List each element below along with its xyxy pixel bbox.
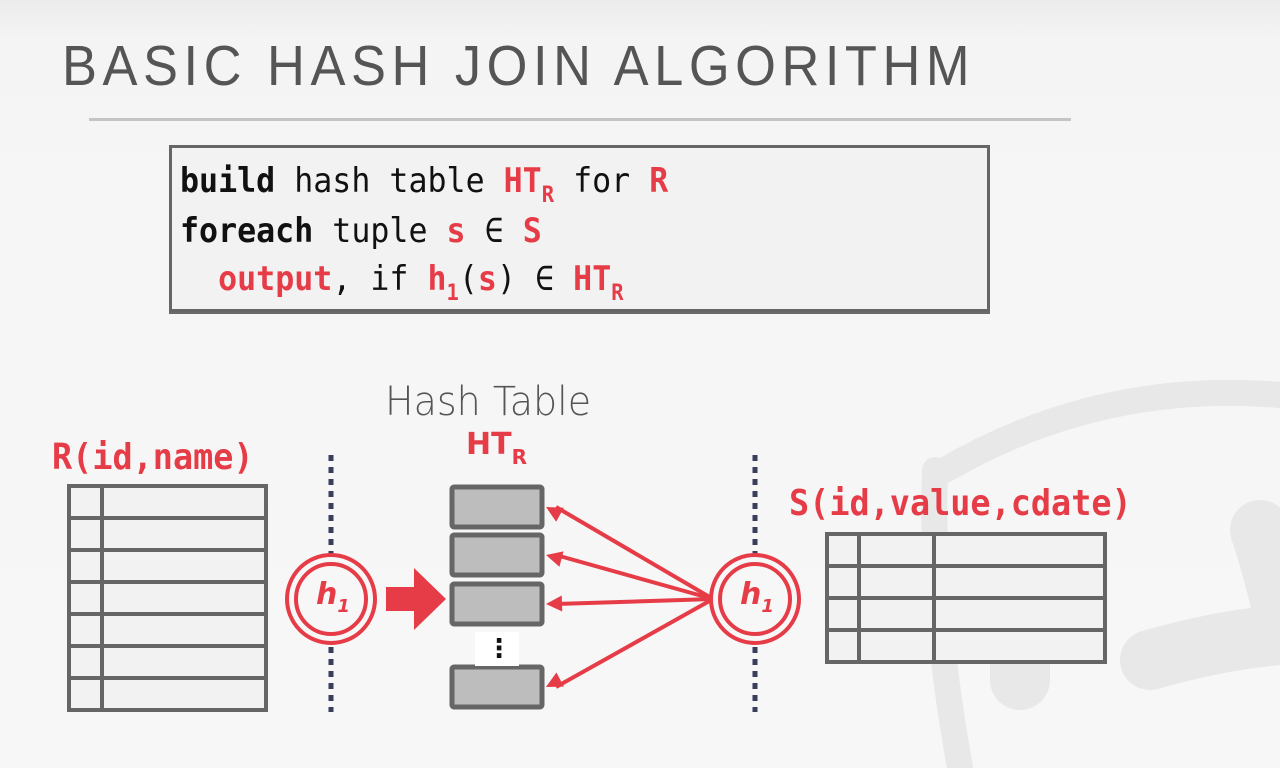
hash-fn-name: h xyxy=(316,577,338,612)
hash-fn-right-label: h1 xyxy=(740,580,774,616)
hash-table-ref: HT xyxy=(573,259,612,299)
hash-fn-ref: h xyxy=(427,259,447,299)
probe-arrow-line xyxy=(555,597,714,689)
hash-table-subscript: R xyxy=(611,281,624,306)
hash-bucket xyxy=(449,484,545,530)
hash-fn-subscript: 1 xyxy=(761,596,774,617)
code-line-output: output, if h1(s) ∈ HTR xyxy=(180,259,624,306)
algorithm-code-box: build hash table HTR for R foreach tuple… xyxy=(169,145,990,312)
keyword-build: build xyxy=(180,161,276,201)
ht-name: HT xyxy=(466,427,512,462)
ellipsis-icon: ⋮ xyxy=(475,632,519,666)
hash-table-ref: HT xyxy=(503,161,542,201)
code-text: ) xyxy=(496,259,517,299)
hash-function-left-icon xyxy=(285,553,377,645)
code-line-build: build hash table HTR for R xyxy=(180,164,668,207)
probe-arrow-head xyxy=(546,595,563,612)
relation-s-table xyxy=(825,532,1107,664)
hash-table-subscript: R xyxy=(541,183,555,208)
hash-fn-left-label: h1 xyxy=(316,580,350,616)
code-text: hash table xyxy=(275,161,504,201)
hash-fn-subscript: 1 xyxy=(446,281,459,306)
probe-arrow-line xyxy=(555,597,714,606)
build-arrow-icon xyxy=(386,568,446,630)
hash-bucket xyxy=(449,581,545,627)
probe-arrows xyxy=(546,505,715,689)
hash-table-caption: Hash Table xyxy=(385,379,592,425)
tuple-var: s xyxy=(446,211,466,251)
ht-subscript: R xyxy=(511,445,527,469)
hash-bucket xyxy=(449,664,545,710)
ellipsis-glyph: ⋮ xyxy=(486,634,512,664)
hash-function-right-icon xyxy=(709,553,801,645)
title-underline xyxy=(89,118,1071,121)
keyword-output: output xyxy=(218,259,333,299)
code-text: ∈ xyxy=(465,211,523,251)
code-text: for xyxy=(554,161,650,201)
code-text: , if xyxy=(332,259,428,299)
probe-arrow-head xyxy=(546,672,564,687)
hash-fn-name: h xyxy=(740,577,762,612)
keyword-foreach: foreach xyxy=(180,211,314,251)
hash-table-name: HTR xyxy=(466,427,527,469)
relation-r-table xyxy=(67,484,268,712)
hash-bucket xyxy=(449,532,545,578)
code-text: tuple xyxy=(313,211,447,251)
relation-r-label: R(id,name) xyxy=(52,437,254,478)
code-line-foreach: foreach tuple s ∈ S xyxy=(180,214,542,248)
relation-s-ref: S xyxy=(522,211,542,251)
slide-title: BASIC HASH JOIN ALGORITHM xyxy=(62,34,976,98)
probe-arrow-line xyxy=(554,505,715,601)
probe-arrow-line xyxy=(555,553,714,601)
relation-r-ref: R xyxy=(649,161,669,201)
code-text: ∈ xyxy=(516,259,574,299)
hash-table-buckets xyxy=(449,484,545,710)
probe-arrow-head xyxy=(546,551,564,567)
hash-fn-subscript: 1 xyxy=(337,596,350,617)
code-text: ( xyxy=(458,259,478,299)
relation-s-label: S(id,value,cdate) xyxy=(789,483,1132,524)
probe-arrow-head xyxy=(546,507,564,522)
tuple-var: s xyxy=(477,259,497,299)
